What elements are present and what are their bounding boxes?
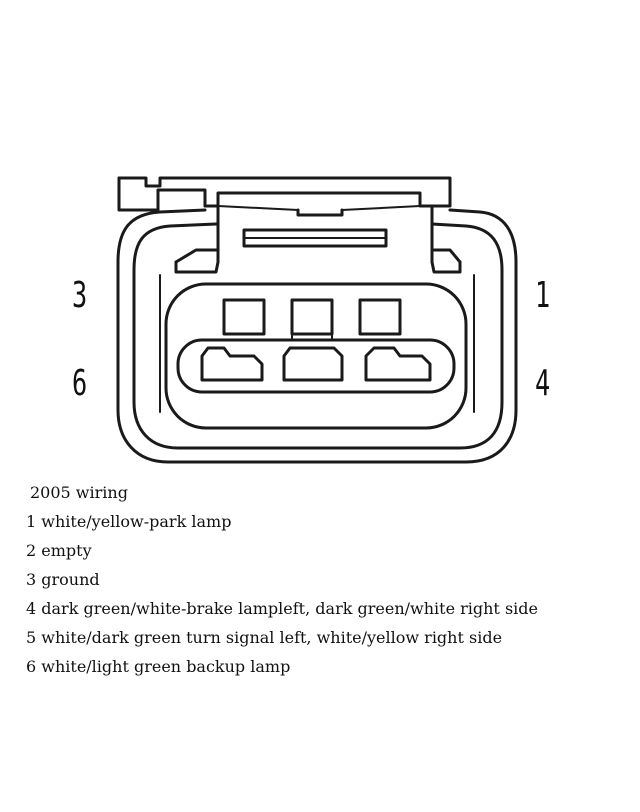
pin-label-right-top: 1 [535, 275, 551, 316]
pin-label-left-top: 3 [72, 275, 88, 316]
pin-cavity-housing [164, 282, 468, 430]
wiring-line-pin-1: 1 white/yellow-park lamp [26, 512, 232, 531]
wiring-line-pin-5: 5 white/dark green turn signal left, whi… [26, 628, 503, 647]
notes-title: 2005 wiring [30, 483, 128, 502]
connector-shroud [116, 208, 518, 464]
bottom-row-cavities [200, 346, 432, 382]
wiring-line-pin-2: 2 empty [26, 541, 92, 560]
latch-tab [117, 176, 452, 264]
connector-diagram [116, 176, 518, 464]
top-row-cavities [222, 298, 402, 341]
wiring-notes: 2005 wiring 1 white/yellow-park lamp 2 e… [26, 478, 538, 681]
wiring-line-pin-4: 4 dark green/white-brake lampleft, dark … [26, 599, 538, 618]
wiring-line-pin-6: 6 white/light green backup lamp [26, 657, 291, 676]
wiring-line-pin-3: 3 ground [26, 570, 100, 589]
pin-label-right-bottom: 4 [535, 363, 551, 404]
latch-ribs [242, 228, 388, 248]
pin-label-left-bottom: 6 [72, 363, 88, 404]
